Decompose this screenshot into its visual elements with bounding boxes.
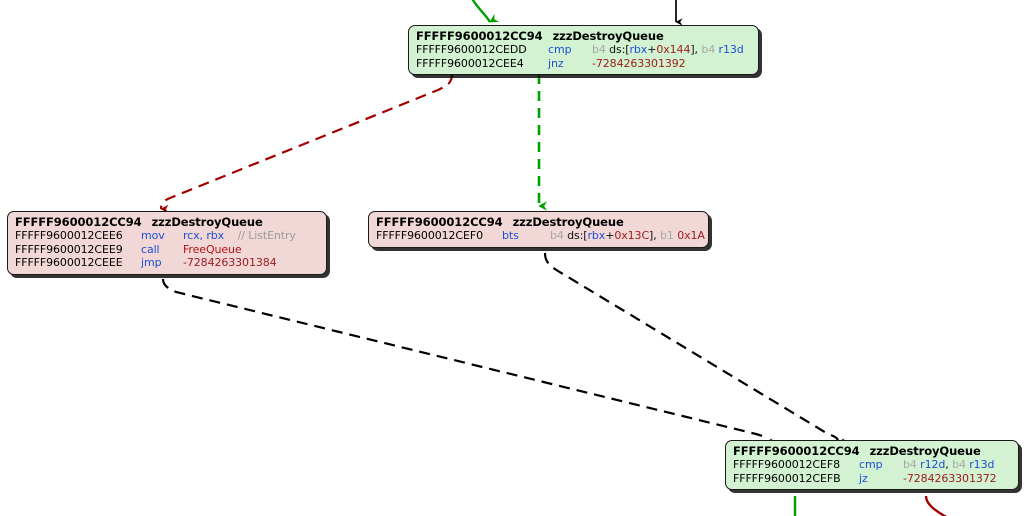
cfg-block-bts-0x13c[interactable]: FFFFF9600012CC94 zzzDestroyQueue FFFFF960… bbox=[368, 211, 709, 248]
instruction-mnemonic: mov bbox=[141, 229, 165, 242]
instruction-mnemonic: jnz bbox=[548, 56, 564, 70]
instruction-address: FFFFF9600012CEE9 bbox=[15, 242, 123, 256]
instruction-address: FFFFF9600012CEE4 bbox=[416, 56, 524, 70]
cfg-block-cmp-r12d[interactable]: FFFFF9600012CC94 zzzDestroyQueue FFFFF960… bbox=[725, 440, 1019, 490]
instruction-address: FFFFF9600012CEFB bbox=[733, 471, 841, 485]
edge-incoming-true bbox=[471, 0, 500, 23]
block-header-address: FFFFF9600012CC94 bbox=[733, 444, 860, 458]
cfg-block-free-queue[interactable]: FFFFF9600012CC94 zzzDestroyQueue FFFFF960… bbox=[7, 211, 327, 275]
edge-jmp-to-cmp bbox=[161, 278, 773, 446]
block-header-function: zzzDestroyQueue bbox=[869, 444, 981, 458]
block-header-function: zzzDestroyQueue bbox=[512, 215, 624, 229]
instruction-address: FFFFF9600012CEF8 bbox=[733, 458, 840, 471]
instruction-operands: -7284263301392 bbox=[592, 56, 686, 70]
block-header-address: FFFFF9600012CC94 bbox=[416, 29, 543, 43]
instruction-operands: rcx, rbx // ListEntry bbox=[183, 229, 296, 242]
instruction-mnemonic: cmp bbox=[859, 458, 883, 471]
instruction-mnemonic: call bbox=[141, 242, 160, 256]
instruction-row[interactable]: FFFFF9600012CEDD cmp b4 ds:[rbx+0x144], b4… bbox=[416, 43, 752, 57]
block-header-function: zzzDestroyQueue bbox=[552, 29, 664, 43]
instruction-operands: -7284263301372 bbox=[903, 471, 997, 485]
instruction-address: FFFFF9600012CEDD bbox=[416, 43, 527, 56]
block-header: FFFFF9600012CC94 zzzDestroyQueue bbox=[376, 215, 702, 229]
instruction-address: FFFFF9600012CEE6 bbox=[15, 229, 123, 242]
instruction-row[interactable]: FFFFF9600012CEEE jmp -7284263301384 bbox=[15, 256, 320, 270]
block-header: FFFFF9600012CC94 zzzDestroyQueue bbox=[416, 29, 752, 43]
block-header-function: zzzDestroyQueue bbox=[151, 215, 263, 229]
edge-outgoing-false bbox=[924, 495, 947, 516]
instruction-operands: -7284263301384 bbox=[183, 256, 277, 269]
instruction-row[interactable]: FFFFF9600012CEF0 bts b4 ds:[rbx+0x13C], b1… bbox=[376, 229, 705, 243]
instruction-row[interactable]: FFFFF9600012CEE9 call FreeQueue bbox=[15, 243, 320, 257]
cfg-block-cmp-0x144[interactable]: FFFFF9600012CC94 zzzDestroyQueue FFFFF960… bbox=[408, 25, 759, 75]
instruction-row[interactable]: FFFFF9600012CEE4 jnz -7284263301392 bbox=[416, 57, 752, 71]
instruction-operands: b4 r12d, b4 r13d bbox=[903, 458, 995, 471]
instruction-address: FFFFF9600012CEF0 bbox=[376, 229, 483, 242]
instruction-mnemonic: bts bbox=[502, 229, 519, 242]
instruction-row[interactable]: FFFFF9600012CEF8 cmp b4 r12d, b4 r13d bbox=[733, 458, 1012, 472]
edge-bts-to-cmp bbox=[543, 252, 845, 446]
block-header-address: FFFFF9600012CC94 bbox=[15, 215, 142, 229]
instruction-mnemonic: jz bbox=[859, 471, 868, 485]
edge-jnz-false bbox=[159, 73, 454, 214]
instruction-mnemonic: cmp bbox=[548, 43, 572, 56]
instruction-operands: b4 ds:[rbx+0x144], b4 r13d bbox=[592, 43, 744, 56]
instruction-mnemonic: jmp bbox=[141, 256, 162, 269]
instruction-operands: b4 ds:[rbx+0x13C], b1 0x1A bbox=[550, 229, 705, 242]
instruction-row[interactable]: FFFFF9600012CEE6 mov rcx, rbx // ListEntry bbox=[15, 229, 320, 243]
block-header-address: FFFFF9600012CC94 bbox=[376, 215, 503, 229]
instruction-address: FFFFF9600012CEEE bbox=[15, 256, 123, 269]
instruction-row[interactable]: FFFFF9600012CEFB jz -7284263301372 bbox=[733, 472, 1012, 486]
block-header: FFFFF9600012CC94 zzzDestroyQueue bbox=[733, 444, 1012, 458]
block-header: FFFFF9600012CC94 zzzDestroyQueue bbox=[15, 215, 320, 229]
instruction-operands: FreeQueue bbox=[183, 242, 242, 256]
